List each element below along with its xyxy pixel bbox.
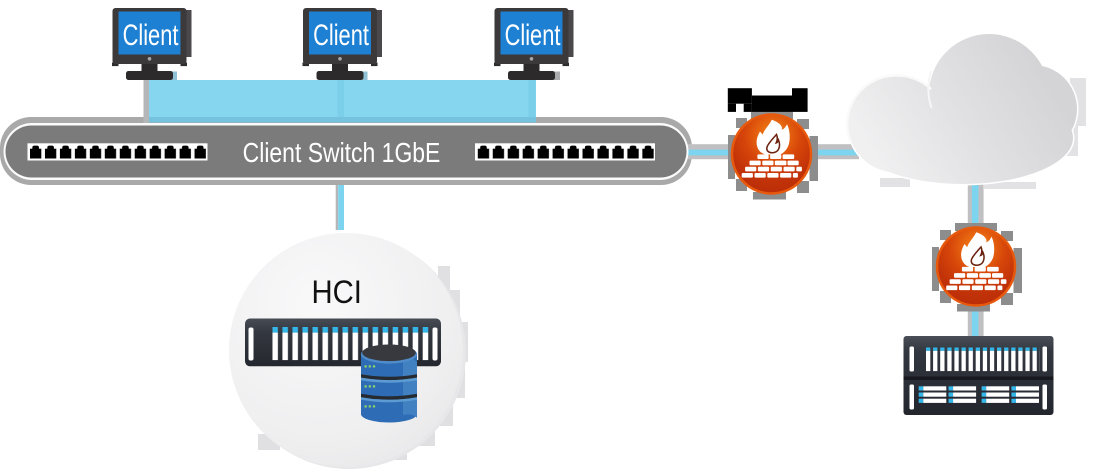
svg-text:Client: Client — [505, 20, 561, 52]
svg-text:Client: Client — [123, 20, 179, 52]
svg-text:Client Switch 1GbE: Client Switch 1GbE — [243, 138, 441, 169]
svg-text:HCI: HCI — [312, 274, 362, 311]
svg-text:Client: Client — [313, 20, 369, 52]
